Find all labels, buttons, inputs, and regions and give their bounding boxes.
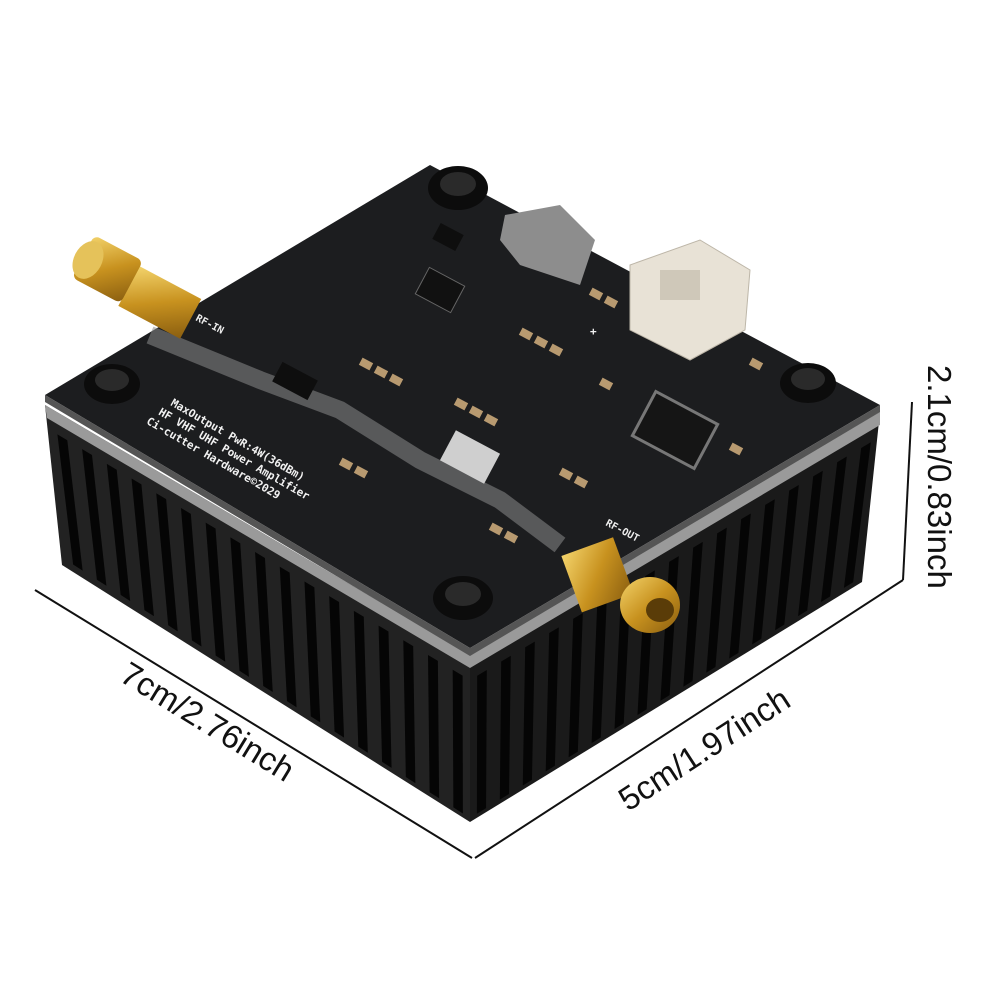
heatsink-fin-gap	[82, 449, 107, 586]
heatsink-fin-gap	[452, 669, 463, 814]
ic-regulator	[414, 266, 466, 314]
length-dimension-line	[34, 589, 473, 859]
smd-capacitor	[373, 365, 389, 379]
heatsink-fin-gap	[131, 478, 154, 617]
transistor-q1	[272, 361, 318, 401]
smd-capacitor	[588, 287, 604, 301]
smd-capacitor	[748, 357, 764, 371]
smd-capacitor	[518, 327, 534, 341]
heatsink-fin-gap	[729, 513, 751, 659]
heatsink-fins	[57, 434, 871, 814]
sma-connector-rf-out[interactable]	[561, 537, 680, 633]
smd-capacitor	[358, 357, 374, 371]
smd-capacitor	[503, 530, 519, 544]
heatsink-fin-gap	[683, 541, 703, 687]
screw-left	[84, 364, 140, 404]
heatsink-fin-gap	[545, 627, 559, 772]
heatsink-fin-gap	[156, 493, 178, 632]
heatsink-fin-gap	[106, 463, 131, 601]
screw-top	[428, 166, 488, 210]
smd-capacitor	[533, 335, 549, 349]
plus-label: +	[590, 325, 597, 338]
heatsink-fin-gap	[798, 470, 823, 617]
heatsink-fin-gap	[230, 537, 249, 677]
smd-capacitor	[453, 397, 469, 411]
heatsink-fin-gap	[752, 499, 775, 645]
ic-small	[432, 222, 464, 252]
power-header-connector	[629, 239, 751, 361]
smd-capacitor	[388, 373, 404, 387]
heatsink-fin-gap	[821, 456, 847, 602]
heatsink-fin-gap	[476, 670, 487, 814]
smd-capacitors	[338, 287, 764, 544]
width-dimension-line	[474, 579, 904, 859]
rf-trace	[146, 326, 566, 553]
height-label: 2.1cm/0.83inch	[921, 365, 958, 589]
heatsink-fin-gap	[706, 527, 727, 673]
smd-capacitor	[483, 413, 499, 427]
heatsink-fin-gap	[403, 640, 416, 784]
heatsink-fin-gap	[205, 522, 226, 662]
screw-bottom	[433, 576, 493, 620]
height-dimension-line	[902, 401, 913, 581]
smd-capacitor	[548, 343, 564, 357]
smd-capacitor	[488, 522, 504, 536]
smd-capacitor	[728, 442, 744, 456]
heatsink-fin-gap	[428, 655, 440, 799]
heatsink-fin-gap	[329, 596, 345, 738]
heatsink-fin-gap	[57, 434, 83, 571]
rf-transistor-q2	[439, 430, 501, 484]
heatsink-fin-gap	[843, 442, 871, 588]
heatsink-fin-gap	[180, 507, 202, 647]
sma-connector-rf-in[interactable]	[66, 235, 202, 339]
heatsink-fin-gap	[775, 484, 799, 631]
heatsink-fin-gap	[279, 566, 297, 708]
smd-capacitor	[573, 475, 589, 489]
heatsink-fin-gap	[522, 641, 535, 786]
smd-capacitor	[598, 377, 614, 391]
mosfet	[630, 389, 720, 471]
smd-capacitor	[468, 405, 484, 419]
heatsink-fin-gap	[353, 610, 368, 753]
smd-capacitor	[558, 467, 574, 481]
heatsink-fin-gap	[499, 655, 511, 800]
heatsink-fin-gap	[568, 613, 583, 758]
heatsink-fin-gap	[255, 552, 273, 693]
smd-capacitor	[603, 295, 619, 309]
smd-capacitor	[338, 457, 354, 471]
screw-right	[780, 363, 836, 403]
heatsink-fin-gap	[591, 598, 607, 744]
heatsink-fin-gap	[304, 581, 321, 723]
power-inductor	[500, 205, 595, 285]
smd-capacitor	[353, 465, 369, 479]
heatsink-fin-gap	[378, 625, 392, 768]
